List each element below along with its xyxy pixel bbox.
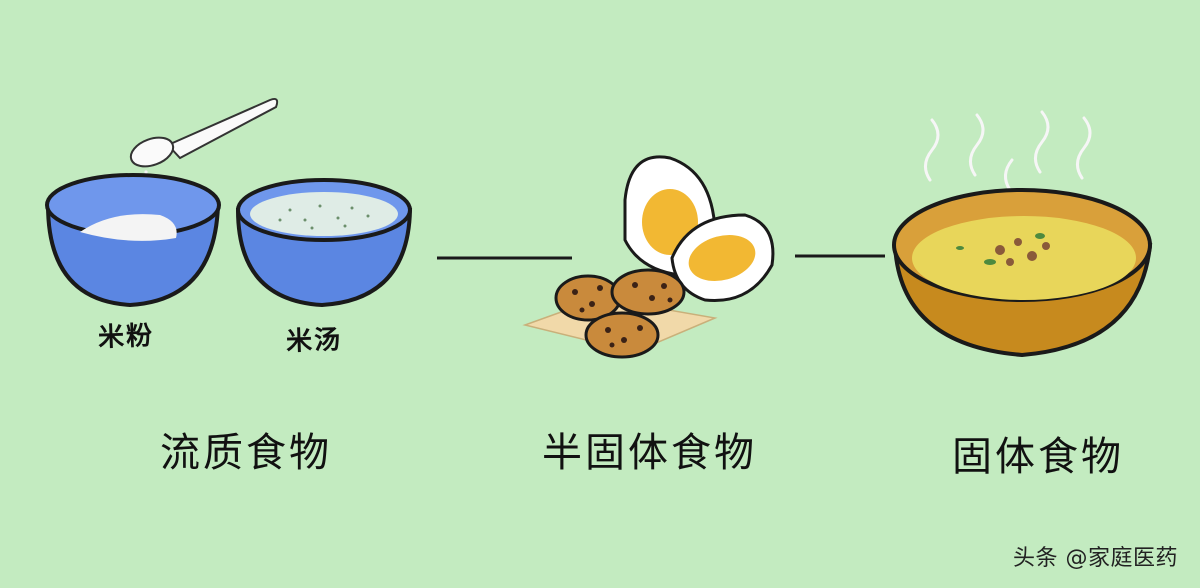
rice-soup-bowl: [235, 178, 413, 308]
boiled-egg-icon: [623, 155, 775, 303]
cookies-icon: [554, 268, 686, 359]
rice-soup-label: 米汤: [285, 325, 343, 357]
solid-food-label: 固体食物: [952, 434, 1124, 480]
watermark: 头条 @家庭医药: [1013, 546, 1178, 571]
liquid-food-label: 流质食物: [160, 430, 332, 476]
spoon-icon: [129, 97, 279, 168]
semi-solid-food-label: 半固体食物: [542, 430, 757, 476]
porridge-bowl: [892, 188, 1153, 358]
steam-icon: [924, 110, 1092, 192]
rice-flour-label: 米粉: [97, 321, 155, 353]
rice-flour-bowl: [45, 173, 221, 308]
